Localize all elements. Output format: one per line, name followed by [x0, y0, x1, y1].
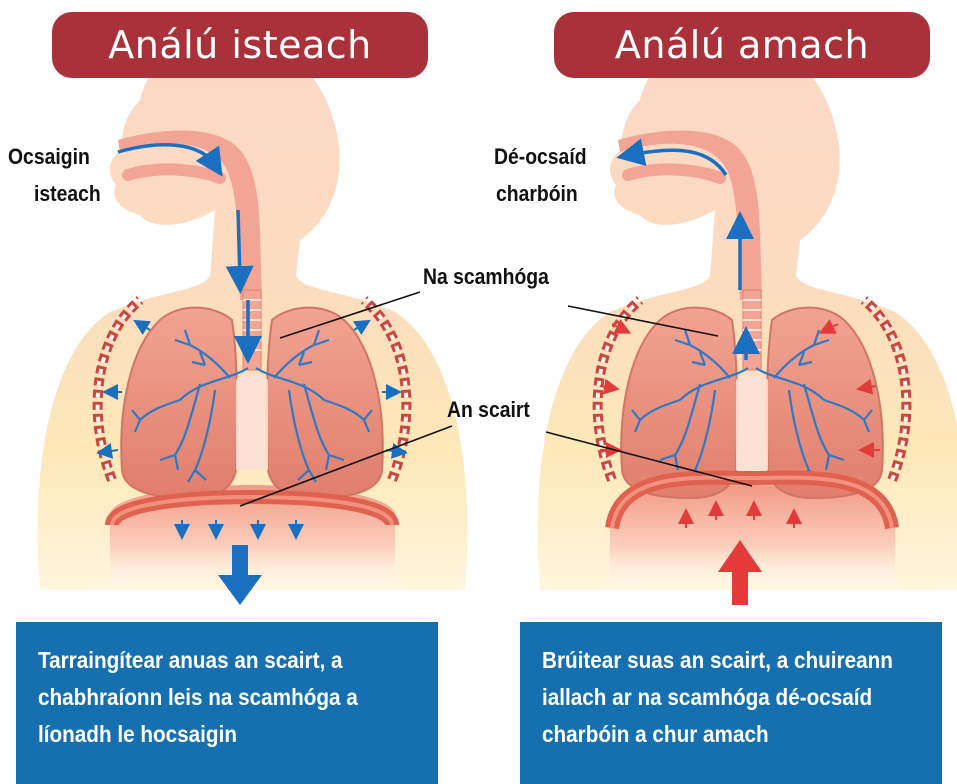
oxygen-label-line2: isteach [34, 180, 101, 208]
exhale-caption: Brúitear suas an scairt, a chuireann ial… [520, 622, 942, 784]
inhale-title: Análú isteach [52, 12, 428, 78]
panel-exhale [538, 40, 957, 605]
inhale-caption-text: Tarraingítear anuas an scairt, a chabhra… [38, 642, 416, 753]
diaphragm-label: An scairt [447, 396, 530, 424]
panel-inhale [38, 40, 468, 605]
lungs-label: Na scamhóga [423, 263, 549, 291]
oxygen-label-line1: Ocsaigin [8, 143, 90, 171]
co2-label-line2: charbóin [496, 180, 578, 208]
exhale-caption-text: Brúitear suas an scairt, a chuireann ial… [542, 642, 920, 753]
exhale-title: Análú amach [554, 12, 930, 78]
inhale-caption: Tarraingítear anuas an scairt, a chabhra… [16, 622, 438, 784]
co2-label-line1: Dé-ocsaíd [494, 143, 587, 171]
